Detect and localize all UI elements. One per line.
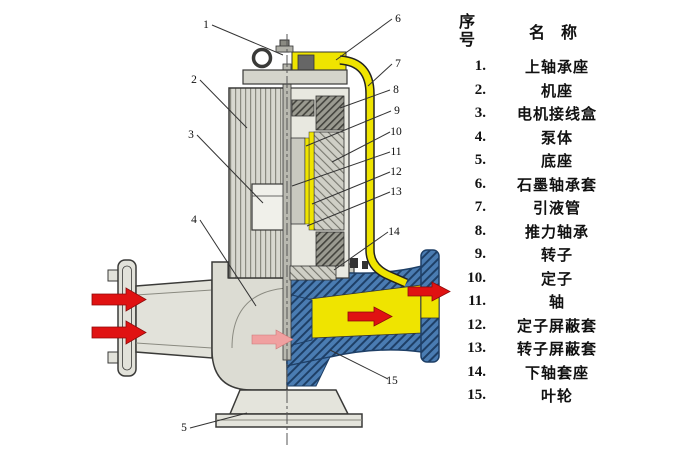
legend-item-name: 泵体 [540,130,573,147]
internal-flow-arrow-pink [251,329,294,350]
outlet-arrow [407,281,451,302]
thrust-bearing [291,99,315,117]
callout-label-13: 13 [390,186,402,198]
callout-label-11: 11 [390,146,401,158]
legend-item-name: 叶轮 [540,389,573,406]
legend-header-name: 名 称 [528,25,583,42]
callout-label-14: 14 [388,226,400,238]
legend-item-name: 底座 [540,154,573,171]
channel-flow-arrow [347,306,393,327]
legend-item: 9. 转子 [450,243,628,267]
legend-item-name: 上轴承座 [524,60,589,77]
inlet-arrow-top [91,287,147,312]
legend-item-number: 2. [474,81,486,98]
legend-item-number: 14. [467,363,486,380]
legend-item: 3. 电机接线盒 [450,102,628,126]
callout-lines [189,18,393,429]
callout-label-15: 15 [386,375,398,387]
legend-item: 14. 下轴套座 [450,360,628,384]
callout-label-4: 4 [191,214,197,226]
legend-item-name: 电机接线盒 [516,107,597,124]
callout-label-5: 5 [181,422,187,434]
base [215,389,363,428]
legend-item-name: 下轴套座 [524,365,589,382]
callout-label-10: 10 [390,126,402,138]
callout-labels: 1 2 3 4 5 6 7 8 9 10 11 12 13 14 15 [181,13,402,434]
suction-flange [117,259,137,377]
legend-item-name: 推力轴承 [524,224,589,241]
inlet-arrow-bottom [91,320,147,345]
callout-label-3: 3 [188,129,194,141]
stator-winding-bottom [315,231,345,267]
lifting-eye [251,47,273,69]
legend-item-number: 5. [474,152,486,169]
callout-label-1: 1 [203,19,209,31]
flow-arrows [91,281,451,350]
legend-rows: 1. 上轴承座 2. 机座 3. 电机接线盒 4. 泵体 5. 底座 6. 石墨轴承套 7.… [450,55,628,408]
legend-item-name: 定子屏蔽套 [516,318,597,335]
liquid-pipe [339,55,408,288]
legend-item-name: 石墨轴承套 [516,177,597,194]
legend-item-number: 7. [474,199,486,216]
joint-bolt [350,258,358,268]
legend-item-number: 13. [467,340,486,357]
legend-item-number: 8. [474,222,486,239]
legend-item-number: 11. [468,293,486,310]
legend-item: 2. 机座 [450,78,628,102]
legend-item-number: 3. [474,105,486,122]
legend-item: 6. 石墨轴承套 [450,172,628,196]
graphite-bearing-sleeve [297,54,315,71]
legend-item: 12. 定子屏蔽套 [450,313,628,337]
suction-inlet [107,259,213,377]
callout-label-2: 2 [191,74,197,86]
motor-housing [228,87,288,279]
legend-item-number: 12. [467,316,486,333]
legend-item: 1. 上轴承座 [450,55,628,79]
legend-header: 序 号 名 称 [450,14,628,51]
callout-label-7: 7 [395,58,401,70]
legend-item-number: 1. [474,58,486,75]
stator-shield-sleeve [308,131,315,231]
upper-bearing-seat [242,39,348,85]
legend-item-name: 转子 [540,248,573,265]
legend-header-number: 序 号 [458,14,475,50]
legend-item-name: 机座 [540,83,573,100]
legend-item: 4. 泵体 [450,125,628,149]
callout-label-8: 8 [393,84,399,96]
callout-label-12: 12 [390,166,402,178]
legend-item-name: 轴 [548,295,565,312]
legend-item-number: 6. [474,175,486,192]
rotor [290,137,306,225]
legend-item: 13. 转子屏蔽套 [450,337,628,361]
callout-label-9: 9 [394,105,400,117]
legend-item-number: 10. [467,269,486,286]
legend-item: 5. 底座 [450,149,628,173]
legend-item: 15. 叶轮 [450,384,628,408]
callout-label-6: 6 [395,13,401,25]
parts-legend: 序 号 名 称 1. 上轴承座 2. 机座 3. 电机接线盒 4. 泵体 5. 底座 6.… [450,14,628,407]
legend-item: 7. 引液管 [450,196,628,220]
stator-core [313,131,345,231]
joint-bolt [362,261,368,269]
legend-item: 11. 轴 [450,290,628,314]
junction-box [251,183,285,231]
legend-item-name: 转子屏蔽套 [516,342,597,359]
stator-winding-top [315,95,345,131]
pump-cross-section-diagram: 1 2 3 4 5 6 7 8 9 10 11 12 13 14 15 [91,13,451,446]
legend-item-number: 4. [474,128,486,145]
legend-item-number: 9. [474,246,486,263]
legend-item-name: 引液管 [532,201,581,218]
legend-item-name: 定子 [540,271,573,288]
lower-bearing-seat [289,265,337,281]
pump-body [211,261,288,391]
legend-item: 10. 定子 [450,266,628,290]
legend-item: 8. 推力轴承 [450,219,628,243]
legend-item-number: 15. [467,387,486,404]
